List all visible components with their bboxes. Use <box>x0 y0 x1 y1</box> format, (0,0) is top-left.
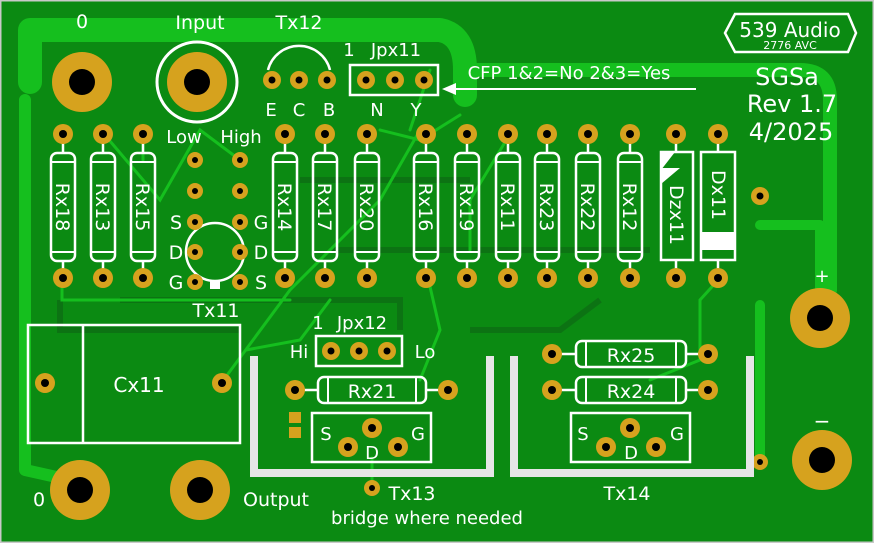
input-ring <box>155 40 239 124</box>
tx12-pin-c: C <box>293 100 306 121</box>
rx13-ref: Rx13 <box>91 183 113 232</box>
rx14-resistor: Rx14 <box>271 124 299 288</box>
jpx11-ref: Jpx11 <box>370 40 421 61</box>
rx20-ref: Rx20 <box>355 183 377 232</box>
label-minus: − <box>814 409 831 433</box>
tx14-ref: Tx14 <box>602 483 650 505</box>
tx12-transistor: Tx12 E C B <box>263 12 336 121</box>
tx11-transistor: Low High S D G G D S Tx11 <box>166 127 268 322</box>
dx11-diode: Dx11 <box>699 124 737 288</box>
jpx11-pos-y: Y <box>410 100 423 121</box>
jpx12-hi: Hi <box>290 342 309 363</box>
rx19-resistor: Rx19 <box>453 124 481 288</box>
tx14-s: S <box>577 424 588 445</box>
large-pads <box>50 52 852 520</box>
vertical-resistors: Rx18 Rx13 Rx15 Rx14 Rx17 Rx20 Rx16 Rx19 Rx11 Rx23… <box>49 124 644 288</box>
dzx11-diode: Dzx11 <box>659 124 695 288</box>
rx11-resistor: Rx11 <box>494 124 522 288</box>
tx11-s-right: S <box>255 272 267 294</box>
tx11-g-left: G <box>169 272 184 294</box>
tx11-d-left: D <box>169 242 184 264</box>
rx21-resistor: Rx21 <box>285 375 458 405</box>
rx18-ref: Rx18 <box>51 183 73 232</box>
rx17-resistor: Rx17 <box>311 124 339 288</box>
tx13-s: S <box>320 424 331 445</box>
dx11-ref: Dx11 <box>707 170 729 220</box>
label-input: Input <box>175 12 224 34</box>
rx22-resistor: Rx22 <box>574 124 602 288</box>
board-revision: Rev 1.7 <box>747 90 837 118</box>
rx24-resistor: Rx24 <box>542 375 718 405</box>
label-zero-top: 0 <box>76 11 88 33</box>
bridge-note: bridge where needed <box>331 508 523 529</box>
jpx11-jumper: 1 Jpx11 N Y CFP 1&2=No 2&3=Yes <box>343 40 696 121</box>
jpx12-lo: Lo <box>415 342 436 363</box>
jpx12-ref: Jpx12 <box>336 313 387 334</box>
logo-name: 539 Audio <box>739 18 840 42</box>
jpx11-pin1: 1 <box>343 40 354 61</box>
tx11-low: Low <box>166 127 201 148</box>
bridge-pad-top <box>289 412 301 423</box>
jpx12-pin1: 1 <box>312 313 323 334</box>
rx12-resistor: Rx12 <box>616 124 644 288</box>
rx18-resistor: Rx18 <box>49 124 77 288</box>
rx17-ref: Rx17 <box>313 183 335 232</box>
tx12-ref: Tx12 <box>274 12 322 34</box>
tx12-pin-e: E <box>265 100 276 121</box>
tx11-s-left: S <box>170 212 182 234</box>
cx11-capacitor: Cx11 <box>26 323 242 445</box>
logo-539-audio: 539 Audio 2776 AVC <box>723 12 858 54</box>
jpx12-jumper: 1 Jpx12 Hi Lo <box>290 313 436 368</box>
label-output: Output <box>243 489 309 511</box>
rx25-ref: Rx25 <box>607 345 656 367</box>
rx14-ref: Rx14 <box>273 183 295 232</box>
label-zero-bottom: 0 <box>33 489 45 511</box>
rx13-resistor: Rx13 <box>89 124 117 288</box>
bridge-pad-bottom <box>289 427 301 438</box>
tx13-ref: Tx13 <box>387 483 435 505</box>
rx16-ref: Rx16 <box>414 183 436 232</box>
tx14-d: D <box>624 443 638 464</box>
rx22-ref: Rx22 <box>576 183 598 232</box>
rx15-resistor: Rx15 <box>129 124 157 288</box>
tx11-high: High <box>220 127 261 148</box>
rx23-resistor: Rx23 <box>533 124 561 288</box>
board-date: 4/2025 <box>749 118 833 146</box>
tx11-d-right: D <box>254 242 269 264</box>
dzx11-ref: Dzx11 <box>665 185 687 245</box>
rx21-ref: Rx21 <box>348 381 397 403</box>
tx14-g: G <box>670 424 684 445</box>
rx20-resistor: Rx20 <box>353 124 381 288</box>
rx11-ref: Rx11 <box>496 183 518 232</box>
tx13-g: G <box>411 424 425 445</box>
rx19-ref: Rx19 <box>455 183 477 232</box>
logo-code: 2776 AVC <box>763 39 817 52</box>
rx24-ref: Rx24 <box>607 381 656 403</box>
cx11-ref: Cx11 <box>113 373 164 397</box>
tx11-g-right: G <box>254 212 269 234</box>
jpx11-pos-n: N <box>370 100 383 121</box>
rx23-ref: Rx23 <box>535 183 557 232</box>
rx12-ref: Rx12 <box>618 183 640 232</box>
rx16-resistor: Rx16 <box>412 124 440 288</box>
rx15-ref: Rx15 <box>131 183 153 232</box>
heatsink-bracket-left <box>250 356 494 477</box>
tx14-transistor: S G D Tx14 <box>569 411 692 505</box>
tx13-transistor: S G D Tx13 <box>310 411 436 505</box>
board-model: SGSa <box>755 63 819 91</box>
heatsink-bracket-right <box>510 356 754 477</box>
jpx11-note: CFP 1&2=No 2&3=Yes <box>468 63 671 84</box>
tx11-ref: Tx11 <box>191 300 239 322</box>
rx25-resistor: Rx25 <box>542 339 718 369</box>
label-plus: + <box>814 266 829 287</box>
tx13-d: D <box>365 443 379 464</box>
tx12-pin-b: B <box>323 100 335 121</box>
